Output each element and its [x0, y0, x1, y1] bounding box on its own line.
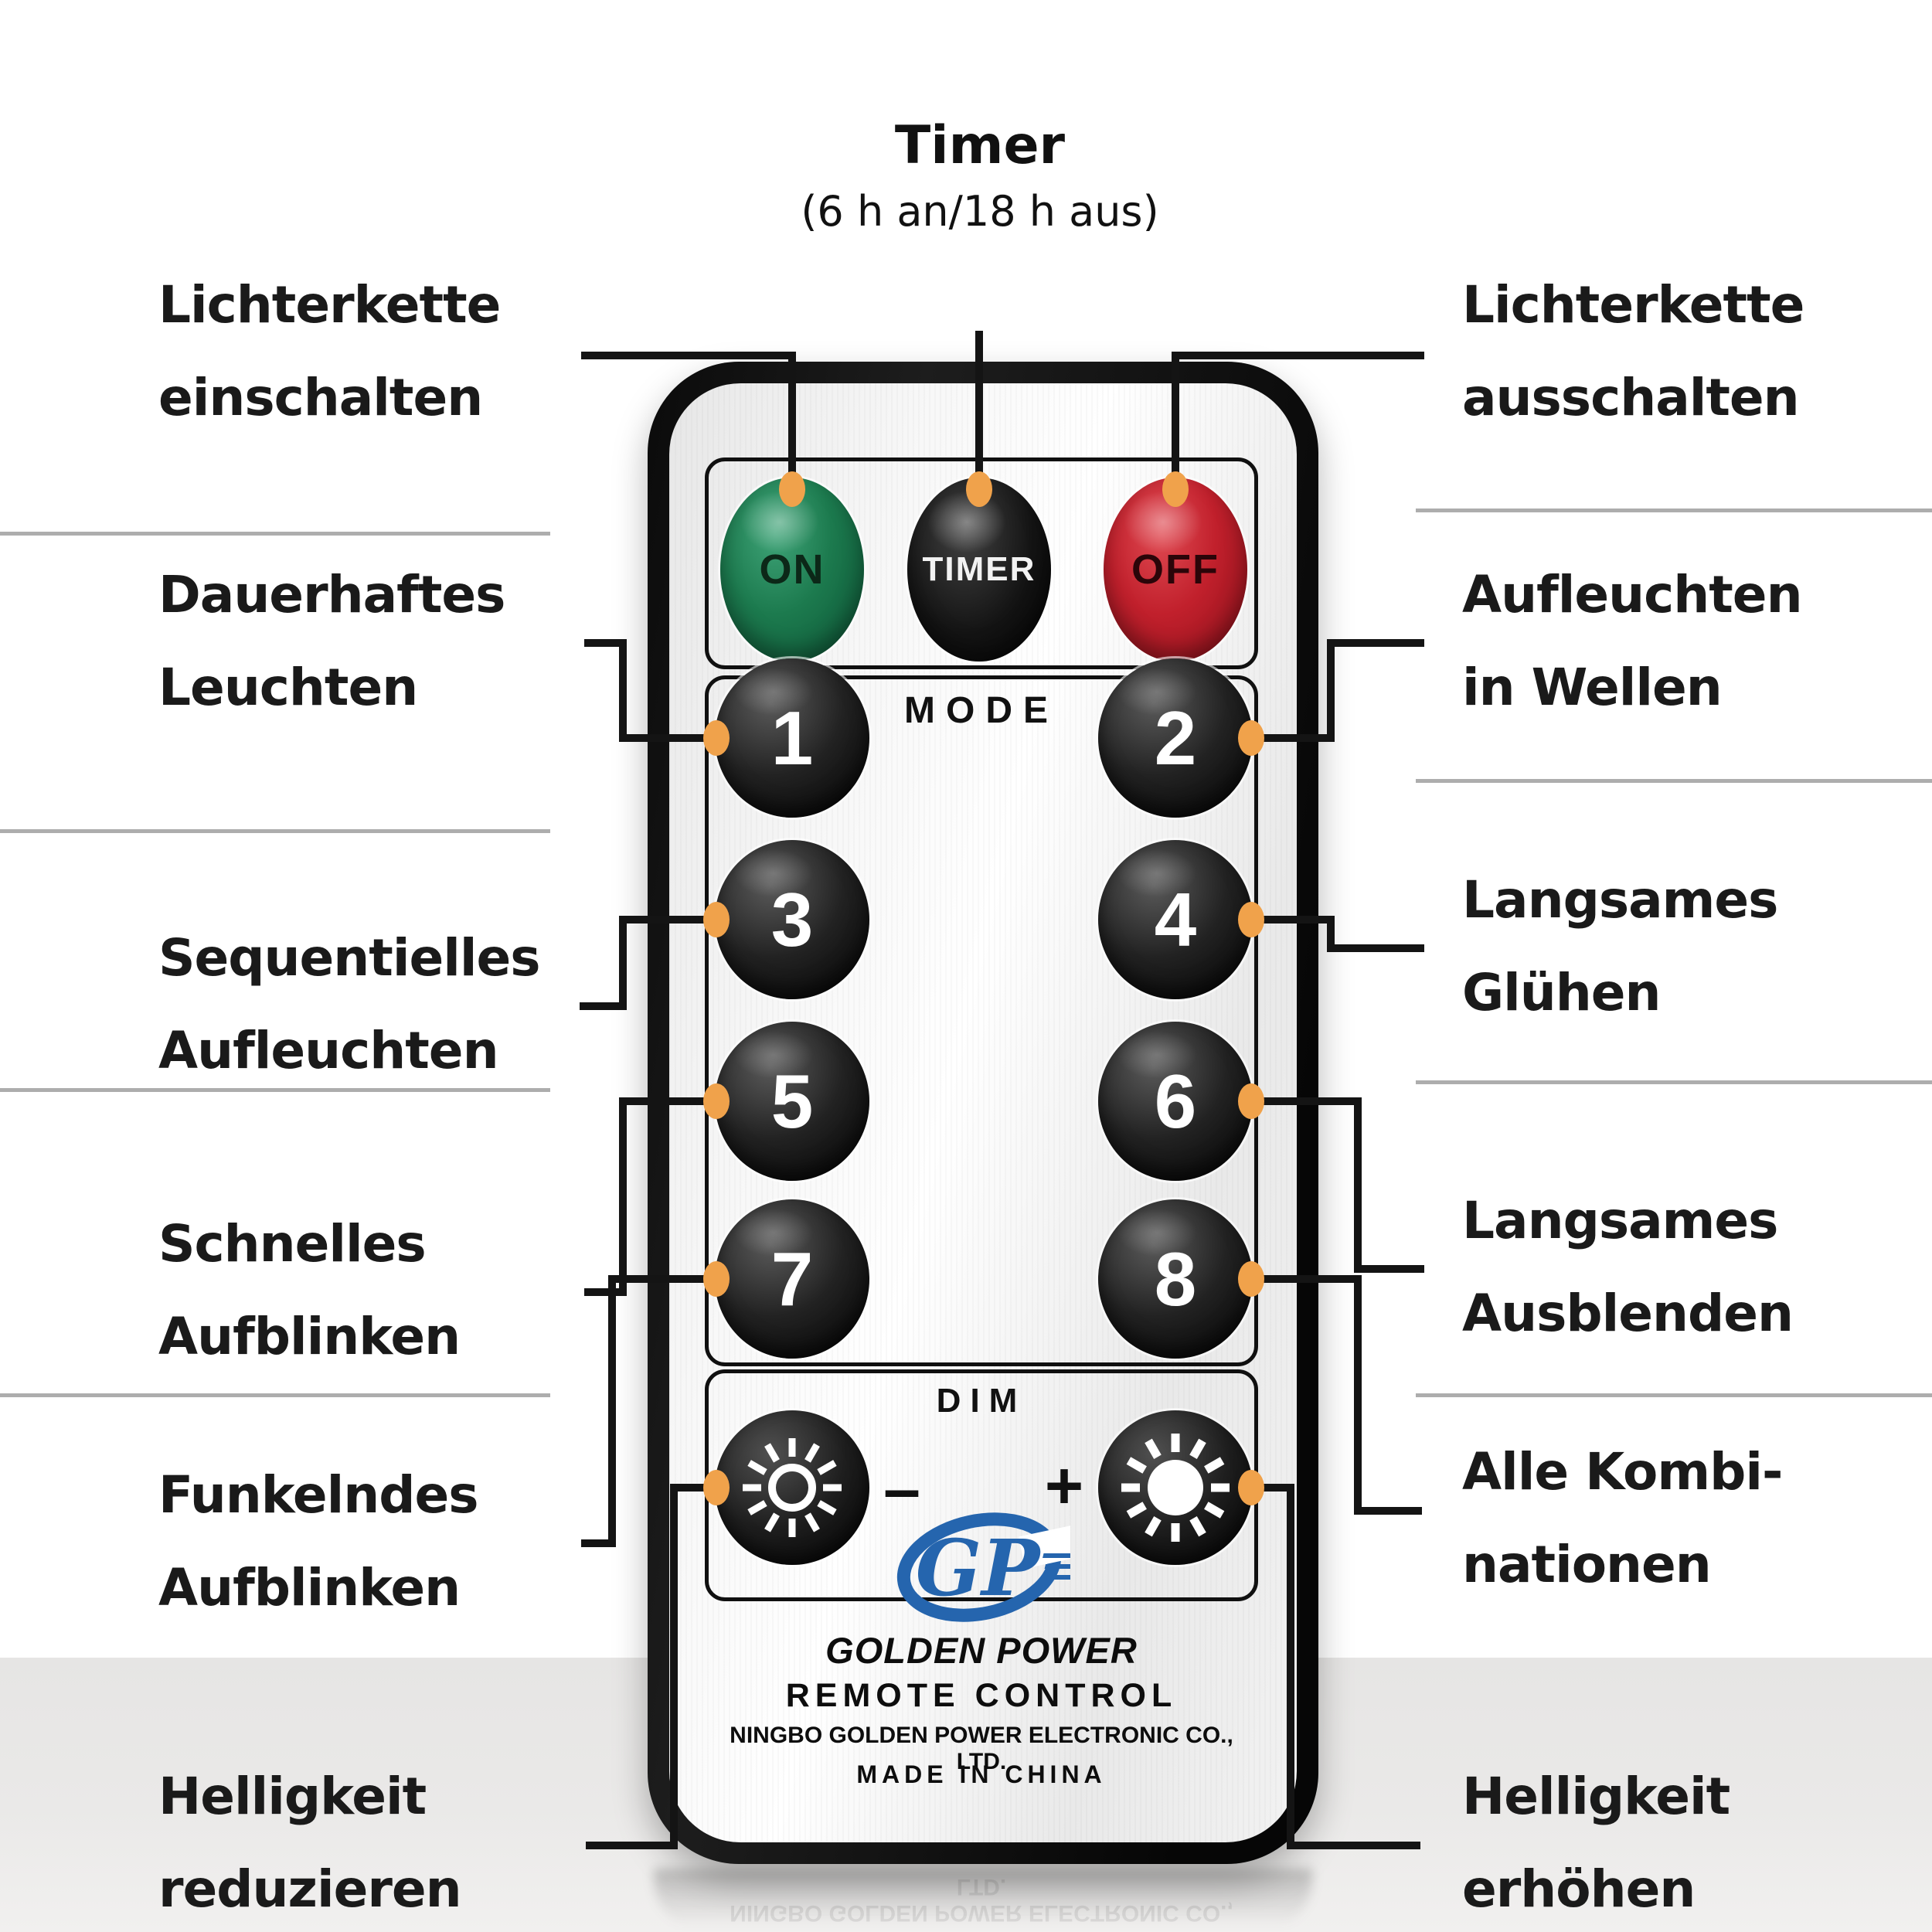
connector-mode8	[1252, 1275, 1422, 1515]
mode-button-4: 4	[1098, 840, 1253, 999]
dim-down-button	[715, 1410, 869, 1565]
connector-mode1	[584, 639, 716, 742]
timer-button: TIMER	[907, 478, 1051, 662]
dot-on	[779, 471, 805, 507]
divider-line	[0, 532, 550, 536]
connector-mode2	[1252, 639, 1424, 742]
remote-reflection	[654, 1869, 1312, 1932]
label-fast-flash: Schnelles Aufblinken	[158, 1214, 461, 1366]
divider-line	[0, 1088, 550, 1092]
dot-dim-up	[1238, 1470, 1264, 1505]
timer-button-label: TIMER	[922, 550, 1036, 588]
on-button: ON	[720, 478, 864, 662]
label-lights-off: Lichterkette ausschalten	[1462, 275, 1804, 427]
on-button-label: ON	[759, 546, 825, 593]
label-slow-glow: Langsames Glühen	[1462, 870, 1778, 1022]
connector-mode4	[1252, 916, 1424, 952]
mode-button-2: 2	[1098, 658, 1253, 818]
off-button: OFF	[1104, 478, 1247, 662]
connector-on	[581, 352, 796, 488]
label-brightness-down: Helligkeit reduzieren	[158, 1767, 462, 1919]
dot-mode6	[1238, 1083, 1264, 1119]
label-sequential-light: Sequentielles Aufleuchten	[158, 928, 541, 1080]
dot-timer	[966, 471, 992, 507]
connector-mode6	[1252, 1097, 1424, 1273]
title-subtitle: (6 h an/18 h aus)	[801, 187, 1159, 236]
mode-button-3: 3	[715, 840, 869, 999]
connector-mode7	[581, 1275, 716, 1547]
dot-mode8	[1238, 1261, 1264, 1297]
dim-section-title: DIM	[936, 1382, 1027, 1420]
label-waves: Aufleuchten in Wellen	[1462, 565, 1803, 717]
connector-dim-up	[1252, 1484, 1420, 1849]
label-slow-fade: Langsames Ausblenden	[1462, 1191, 1794, 1343]
dot-off	[1162, 471, 1189, 507]
dot-mode2	[1238, 720, 1264, 756]
dot-mode7	[703, 1261, 730, 1297]
divider-line	[1416, 1393, 1932, 1397]
dim-up-button	[1098, 1410, 1253, 1565]
dot-mode1	[703, 720, 730, 756]
connector-off	[1172, 352, 1424, 488]
mode-section-title: MODE	[904, 690, 1059, 731]
label-lights-on: Lichterkette einschalten	[158, 275, 501, 427]
mode-button-7: 7	[715, 1199, 869, 1359]
connector-dim-down	[586, 1484, 716, 1849]
gp-logo-icon: GP	[896, 1512, 1070, 1622]
divider-line	[1416, 1080, 1932, 1084]
dot-mode4	[1238, 902, 1264, 937]
dim-plus-sign: +	[1044, 1449, 1084, 1523]
label-all-combinations: Alle Kombi- nationen	[1462, 1442, 1783, 1594]
off-button-label: OFF	[1131, 546, 1219, 593]
brand-manufacturer: NINGBO GOLDEN POWER ELECTRONIC CO., LTD.	[730, 1723, 1233, 1774]
dot-dim-down	[703, 1470, 730, 1505]
connector-dots	[703, 471, 1264, 1505]
mode-button-6: 6	[1098, 1022, 1253, 1181]
connector-mode5	[584, 1097, 716, 1296]
connector-mode3	[580, 916, 716, 1010]
sun-dim-icon	[743, 1438, 842, 1537]
dim-minus-sign: –	[883, 1452, 920, 1526]
sun-bright-icon	[1121, 1434, 1230, 1542]
label-twinkle-flash: Funkelndes Aufblinken	[158, 1465, 479, 1617]
label-brightness-up: Helligkeit erhöhen	[1462, 1767, 1730, 1919]
mode-button-8: 8	[1098, 1199, 1253, 1359]
brand-origin: MADE IN CHINA	[856, 1760, 1107, 1788]
divider-line	[1416, 509, 1932, 512]
mode-button-5: 5	[715, 1022, 869, 1181]
title-block: Timer (6 h an/18 h aus)	[671, 114, 1289, 240]
divider-line	[0, 829, 550, 833]
title-heading: Timer	[894, 115, 1066, 176]
brand-name: GOLDEN POWER	[825, 1630, 1138, 1671]
brand-product: REMOTE CONTROL	[785, 1677, 1178, 1714]
divider-line	[0, 1393, 550, 1397]
divider-line	[1416, 779, 1932, 783]
gp-logo-text: GP	[916, 1522, 1042, 1614]
dot-mode5	[703, 1083, 730, 1119]
dot-mode3	[703, 902, 730, 937]
mode-button-1: 1	[715, 658, 869, 818]
label-steady-light: Dauerhaftes Leuchten	[158, 565, 505, 717]
mode-section-frame	[705, 675, 1258, 1366]
